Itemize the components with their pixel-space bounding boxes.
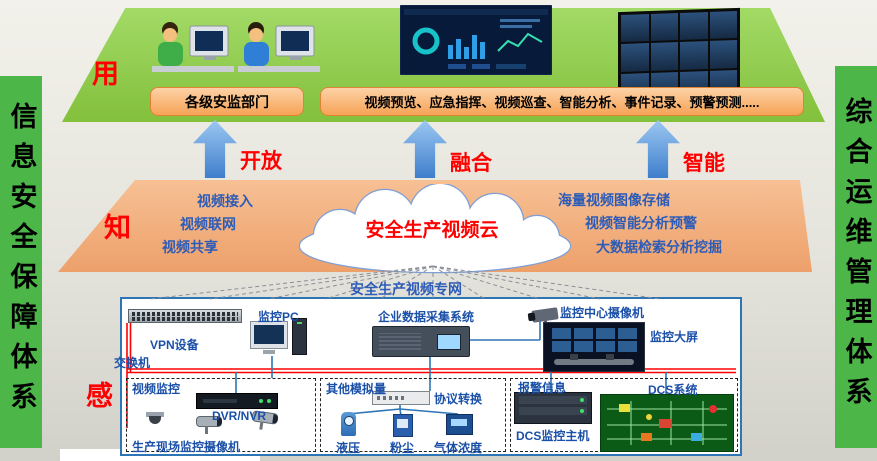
left-banner: 信息安全保障体系 xyxy=(0,76,42,448)
gas-label: 气体浓度 xyxy=(434,441,483,455)
monitor-pc-stand xyxy=(263,350,275,354)
video-group-title: 视频监控 xyxy=(132,382,181,396)
big-screen-label: 监控大屏 xyxy=(650,330,699,344)
dvr-icon xyxy=(196,393,278,409)
dashboard-screenshot xyxy=(400,5,552,75)
functions-box-label: 视频预览、应急指挥、视频巡查、智能分析、事件记录、预警预测..... xyxy=(364,95,760,110)
dust-sensor-icon xyxy=(393,414,413,437)
daq-server-icon xyxy=(372,326,470,357)
cloud-item-video-share: 视频共享 xyxy=(162,239,218,255)
dcs-host-label: DCS监控主机 xyxy=(516,429,590,443)
cloud-shape xyxy=(298,184,572,274)
functions-box: 视频预览、应急指挥、视频巡查、智能分析、事件记录、预警预测..... xyxy=(320,87,804,116)
right-banner-text: 综合运维管理体系 xyxy=(841,97,872,417)
dcs-system-label: DCS系统 xyxy=(648,383,698,397)
dust-label: 粉尘 xyxy=(390,441,415,455)
operators-clipart xyxy=(152,22,320,72)
analog-group-box xyxy=(320,378,506,452)
layer-label-use: 用 xyxy=(92,59,119,89)
hydraulic-label: 液压 xyxy=(336,441,361,455)
layer-label-know: 知 xyxy=(104,213,131,243)
monitor-pc-icon xyxy=(250,321,288,349)
cloud-item-video-network: 视频联网 xyxy=(180,216,236,232)
department-box: 各级安监部门 xyxy=(150,87,304,116)
right-banner: 综合运维管理体系 xyxy=(835,66,877,448)
dvr-label: DVR/NVR xyxy=(212,409,267,423)
cloud-item-bigdata: 大数据检索分析挖掘 xyxy=(596,239,722,255)
video-group-box xyxy=(126,378,316,452)
center-camera-label: 监控中心摄像机 xyxy=(560,306,645,320)
converter-label: 协议转换 xyxy=(434,392,483,406)
monitor-pc-label: 监控PC xyxy=(258,310,299,324)
analog-group-title: 其他模拟量 xyxy=(326,382,387,396)
arrow-label-fusion: 融合 xyxy=(450,152,492,175)
cloud-item-storage: 海量视频图像存储 xyxy=(558,192,670,208)
dome-camera-icon xyxy=(146,412,164,424)
arrow-label-smart: 智能 xyxy=(683,152,725,175)
left-banner-text: 信息安全保障体系 xyxy=(6,102,37,422)
control-room-image xyxy=(543,322,645,372)
switch-label: 交换机 xyxy=(114,356,151,370)
protocol-converter-icon xyxy=(372,391,430,405)
gas-sensor-icon xyxy=(446,414,473,435)
cloud-item-video-access: 视频接入 xyxy=(197,193,253,209)
daq-system-label: 企业数据采集系统 xyxy=(378,310,475,324)
bullet-camera-icon xyxy=(196,416,222,434)
hydraulic-sensor-icon xyxy=(341,412,356,436)
network-switch-icon xyxy=(128,309,242,323)
pc-tower-icon xyxy=(292,318,307,355)
vpn-label: VPN设备 xyxy=(150,338,199,352)
layer-label-sense: 感 xyxy=(86,381,113,411)
alarm-server-icon xyxy=(514,392,592,424)
dcs-diagram-image xyxy=(600,394,734,452)
private-network-label: 安全生产视频专网 xyxy=(350,281,462,297)
department-box-label: 各级安监部门 xyxy=(185,93,269,110)
site-cameras-label: 生产现场监控摄像机 xyxy=(132,440,241,454)
arrow-label-open: 开放 xyxy=(240,150,282,173)
alarm-label: 报警信息 xyxy=(518,381,567,395)
cloud-item-analysis: 视频智能分析预警 xyxy=(585,215,697,231)
cloud-title: 安全生产视频云 xyxy=(365,220,499,241)
